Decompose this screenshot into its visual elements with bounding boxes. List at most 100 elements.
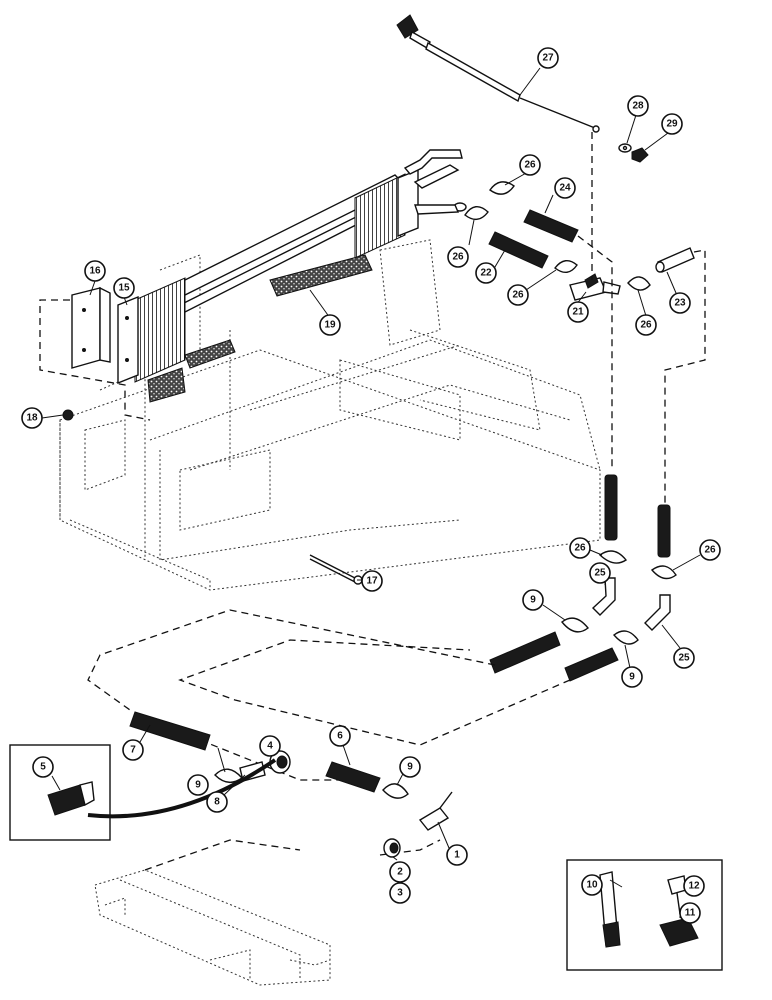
callout-label: 22 (480, 268, 492, 279)
hose-clamp-9d (382, 783, 409, 799)
hose-route-loop-outer (87, 609, 496, 711)
leader-lines (41, 67, 701, 918)
callout-label: 1 (454, 850, 460, 861)
callout-label: 23 (674, 298, 686, 309)
callout-label: 10 (586, 880, 598, 891)
hose-route-24 (577, 235, 613, 470)
callout-8: 8 (206, 791, 228, 813)
seal-strip-left (147, 367, 186, 403)
callout-label: 12 (688, 881, 700, 892)
hose-6 (325, 761, 381, 793)
hose-middle-upper (489, 631, 561, 674)
callout-label: 19 (324, 320, 336, 331)
callout-label: 15 (118, 283, 130, 294)
callout-15: 15 (113, 277, 135, 299)
hose-route-23 (664, 249, 706, 505)
callout-26c: 26 (507, 284, 529, 306)
callout-26b: 26 (447, 246, 469, 268)
callout-5: 5 (32, 756, 54, 778)
callout-27: 27 (537, 47, 559, 69)
callout-16: 16 (84, 260, 106, 282)
callout-25b: 25 (673, 647, 695, 669)
callout-9b: 9 (621, 666, 643, 688)
callout-label: 4 (267, 741, 273, 752)
callout-label: 24 (559, 183, 571, 194)
callout-label: 6 (337, 731, 343, 742)
callout-label: 9 (195, 780, 201, 791)
callout-label: 3 (397, 888, 403, 899)
hose-clamp-9b (612, 630, 639, 645)
callout-11: 11 (679, 902, 701, 924)
hose-clamp-26b (464, 206, 489, 220)
inset-fitting-5 (9, 744, 277, 841)
callout-19: 19 (319, 314, 341, 336)
callout-label: 26 (574, 543, 586, 554)
callout-label: 25 (594, 568, 606, 579)
callout-label: 8 (214, 797, 220, 808)
hose-clamp-26f (650, 565, 677, 580)
callout-label: 9 (530, 595, 536, 606)
callout-22: 22 (475, 262, 497, 284)
callout-4: 4 (259, 735, 281, 757)
cab-floor-frame (59, 239, 601, 591)
callout-label: 29 (666, 119, 678, 130)
callout-25a: 25 (589, 562, 611, 584)
callout-9c: 9 (187, 774, 209, 796)
callout-18: 18 (21, 407, 43, 429)
callout-7: 7 (122, 739, 144, 761)
fitting-1 (418, 807, 450, 831)
callout-26d: 26 (635, 314, 657, 336)
callout-6: 6 (329, 725, 351, 747)
callout-label: 21 (572, 307, 584, 318)
callout-26f: 26 (699, 539, 721, 561)
seal-strip-19 (269, 254, 373, 297)
water-valve-21 (569, 273, 621, 301)
hose-clamp-9a (561, 617, 589, 633)
heater-core-assembly (117, 149, 467, 385)
hose-clamp-26e (598, 550, 628, 564)
callout-label: 26 (640, 320, 652, 331)
bolt-17 (309, 554, 363, 585)
hose-7 (129, 711, 211, 751)
callout-21: 21 (567, 301, 589, 323)
hose-clamp-26a (489, 181, 515, 195)
hose-22 (488, 231, 549, 269)
callout-label: 9 (407, 762, 413, 773)
callout-label: 18 (26, 413, 38, 424)
callout-2: 2 (389, 861, 411, 883)
control-cable-27 (396, 14, 600, 133)
callout-label: 25 (678, 653, 690, 664)
callout-28: 28 (627, 95, 649, 117)
callout-label: 26 (452, 252, 464, 263)
fitting-2-3 (383, 838, 401, 858)
hose-route-loop-inner (178, 639, 571, 746)
callout-label: 28 (632, 101, 644, 112)
lower-frame (94, 839, 331, 986)
callout-label: 5 (40, 762, 46, 773)
callout-label: 27 (542, 53, 554, 64)
callout-label: 9 (629, 672, 635, 683)
hose-clamp-26d (627, 276, 651, 291)
callout-label: 26 (704, 545, 716, 556)
bracket-16 (71, 286, 111, 369)
callout-label: 26 (524, 160, 536, 171)
hose-clamp-26c (554, 260, 578, 273)
callout-26a: 26 (519, 154, 541, 176)
callout-3: 3 (389, 882, 411, 904)
callout-label: 17 (366, 576, 378, 587)
elbow-25a (591, 577, 616, 616)
hose-vertical-left (604, 474, 618, 541)
hose-route-to-4 (199, 739, 345, 781)
callout-26e: 26 (569, 537, 591, 559)
callout-9a: 9 (522, 589, 544, 611)
clip-11 (659, 917, 699, 947)
callout-29: 29 (661, 113, 683, 135)
callout-label: 2 (397, 867, 403, 878)
hose-24 (523, 209, 579, 243)
callout-label: 11 (685, 908, 696, 919)
callout-1: 1 (446, 844, 468, 866)
callout-label: 16 (89, 266, 101, 277)
hose-middle-lower (564, 647, 619, 682)
bracket-dash-outline (39, 299, 151, 421)
nut-18 (62, 409, 74, 421)
